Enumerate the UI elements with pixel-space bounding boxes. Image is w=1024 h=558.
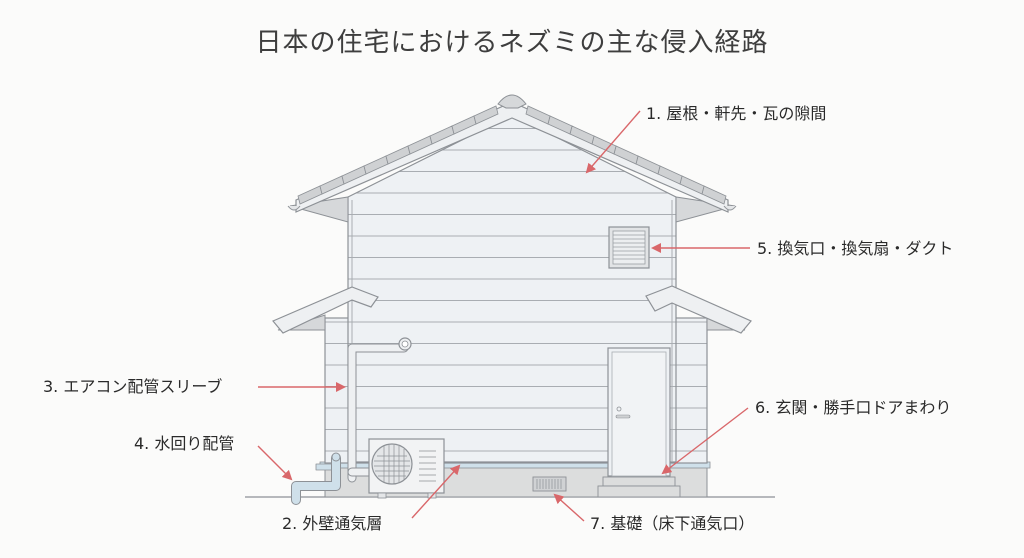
arrow-6 [661, 407, 749, 475]
arrow-1 [585, 110, 641, 174]
label-ac-sleeve: 3. エアコン配管スリーブ [43, 377, 223, 396]
foundation-vent [532, 476, 567, 492]
label-roof-eaves: 1. 屋根・軒先・瓦の隙間 [646, 104, 827, 123]
label-vents-ducts: 5. 換気口・換気扇・ダクト [757, 239, 954, 258]
arrow-4 [257, 445, 293, 481]
water-pipe [291, 452, 341, 505]
left-lower-roof [272, 286, 379, 334]
label-water-pipes: 4. 水回り配管 [134, 434, 235, 453]
entrance-door [597, 347, 681, 498]
main-roof [287, 94, 737, 223]
wall-vent [608, 226, 650, 269]
arrows [257, 110, 750, 522]
label-wall-vent-layer: 2. 外壁通気層 [282, 514, 383, 533]
diagram-title: 日本の住宅におけるネズミの主な侵入経路 [255, 28, 769, 58]
label-door-area: 6. 玄関・勝手口ドアまわり [755, 398, 952, 417]
right-lower-roof [645, 285, 752, 334]
arrow-2 [411, 464, 461, 519]
ac-outdoor-unit [368, 438, 445, 499]
label-foundation-vent: 7. 基礎（床下通気口） [590, 514, 755, 533]
arrow-7 [553, 493, 585, 522]
